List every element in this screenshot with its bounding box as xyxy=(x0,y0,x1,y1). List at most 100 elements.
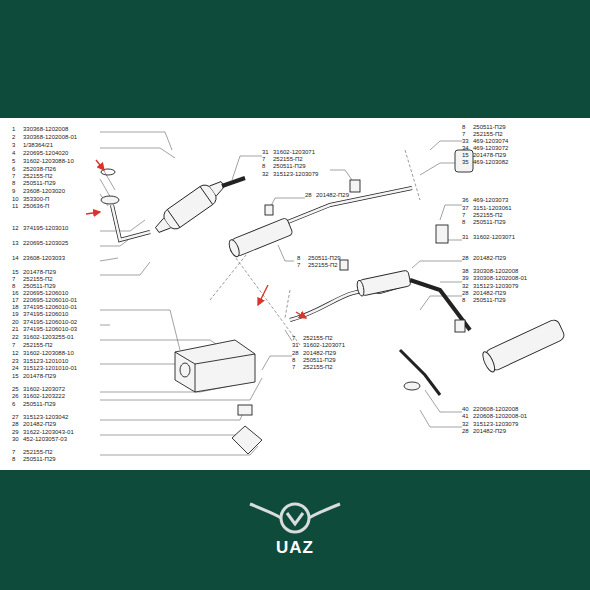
muffler-box xyxy=(175,340,255,392)
leader-line xyxy=(100,325,110,326)
callout-number: 35 xyxy=(462,159,469,166)
part-number: 252155-П2 xyxy=(308,262,338,269)
leader-line xyxy=(100,310,180,350)
rear-muffler-exploded xyxy=(175,340,255,392)
main-muffler xyxy=(480,318,565,373)
callout-number: 28 xyxy=(462,255,469,262)
callout-number: 25 xyxy=(12,386,19,393)
red-arrow xyxy=(86,212,100,214)
part-number: 201478-П29 xyxy=(23,269,56,276)
bottom-band xyxy=(0,470,590,590)
part-number: 250511-П29 xyxy=(273,163,306,170)
hanger xyxy=(265,205,273,215)
part-number: 353300-П xyxy=(23,196,49,203)
leader-line xyxy=(330,170,352,180)
front-muffler xyxy=(227,217,293,258)
callout-number: 6 xyxy=(12,166,15,173)
leader-line xyxy=(430,141,462,150)
leader-line xyxy=(100,262,150,275)
callout-number: 8 xyxy=(292,357,295,364)
catalytic-converter xyxy=(151,175,229,239)
callout-number: 28 xyxy=(462,428,469,435)
leader-line xyxy=(100,258,118,261)
part-number: 469-1203072 xyxy=(473,145,508,152)
callout-number: 16 xyxy=(12,290,19,297)
leader-line xyxy=(100,446,258,455)
callout-number: 32 xyxy=(462,283,469,290)
part-number: 31602-1203255-01 xyxy=(23,334,74,341)
leader-line xyxy=(100,220,145,231)
part-number: 374195-1206010-01 xyxy=(23,304,77,311)
callout-number: 15 xyxy=(12,269,19,276)
part-number: 220695-1203025 xyxy=(23,240,68,247)
main-muffler-body xyxy=(484,318,566,372)
part-number: 374195-1203010 xyxy=(23,225,68,232)
lower-pipe xyxy=(400,350,440,395)
part-number: 252155-П2 xyxy=(473,212,503,219)
part-number: 201482-П29 xyxy=(473,255,506,262)
front-pipe xyxy=(112,205,150,240)
part-number: 3151-1203061 xyxy=(473,205,512,212)
part-number: 31622-1203043-01 xyxy=(23,429,74,436)
red-arrow xyxy=(258,285,268,305)
part-number: 250511-П29 xyxy=(23,283,56,290)
leader-line xyxy=(440,282,462,283)
red-arrow xyxy=(296,312,306,318)
callout-number: 21 xyxy=(12,326,19,333)
callout-number: 7 xyxy=(12,276,15,283)
part-number: 201478-П29 xyxy=(473,152,506,159)
brand-logo-text: UAZ xyxy=(276,538,314,558)
hanger-bracket xyxy=(436,225,448,243)
callout-number: 12 xyxy=(12,225,19,232)
callout-number: 39 xyxy=(462,275,469,282)
part-number: 250511-П29 xyxy=(303,357,336,364)
part-number: 252155-П2 xyxy=(23,449,53,456)
callout-number: 5 xyxy=(12,158,15,165)
callout-number: 8 xyxy=(12,180,15,187)
part-number: 252155-П2 xyxy=(273,156,303,163)
callout-number: 7 xyxy=(292,364,295,371)
callout-number: 8 xyxy=(462,297,465,304)
part-number: 250511-П29 xyxy=(473,219,506,226)
converter-cones xyxy=(154,179,226,235)
uaz-emblem xyxy=(250,504,340,532)
callout-number: 31 xyxy=(292,342,299,349)
leader-line xyxy=(285,330,292,341)
callout-number: 31 xyxy=(262,149,269,156)
part-number: 31602-1203088-10 xyxy=(23,158,74,165)
part-number: 250511-П29 xyxy=(23,180,56,187)
callout-number: 26 xyxy=(12,393,19,400)
red-arrows xyxy=(86,160,306,318)
part-number: 315123-1203042 xyxy=(23,414,68,421)
callout-number: 7 xyxy=(292,335,295,342)
callout-number: 40 xyxy=(462,406,469,413)
muffler-edges xyxy=(175,352,255,392)
callout-number: 2 xyxy=(12,134,15,141)
hanger-plate xyxy=(232,426,262,454)
part-number: 252155-П2 xyxy=(303,335,333,342)
callout-number: 15 xyxy=(12,373,19,380)
callout-number: 7 xyxy=(462,131,465,138)
part-number: 330308-1202008-01 xyxy=(473,275,527,282)
callout-number: 13 xyxy=(12,240,19,247)
part-number: 31602-1203072 xyxy=(23,386,65,393)
part-number: 220608-1202008 xyxy=(473,406,518,413)
leader-lines xyxy=(100,132,462,455)
converter-body xyxy=(161,182,219,232)
leader-line xyxy=(100,132,172,150)
resonator-end xyxy=(356,280,365,297)
callout-number: 36 xyxy=(462,197,469,204)
part-number: 31602-1203071 xyxy=(303,342,345,349)
hanger xyxy=(350,180,360,192)
leader-line xyxy=(412,261,462,268)
part-number: 201482-П29 xyxy=(316,192,349,199)
muffler-body xyxy=(231,217,293,256)
callout-number: 28 xyxy=(305,192,312,199)
part-number: 250511-П29 xyxy=(473,297,506,304)
part-number: 315123-1203079 xyxy=(473,421,518,428)
leader-line xyxy=(100,148,175,158)
callout-number: 14 xyxy=(12,255,19,262)
part-number: 220695-1206010-01 xyxy=(23,297,77,304)
callout-number: 33 xyxy=(462,138,469,145)
